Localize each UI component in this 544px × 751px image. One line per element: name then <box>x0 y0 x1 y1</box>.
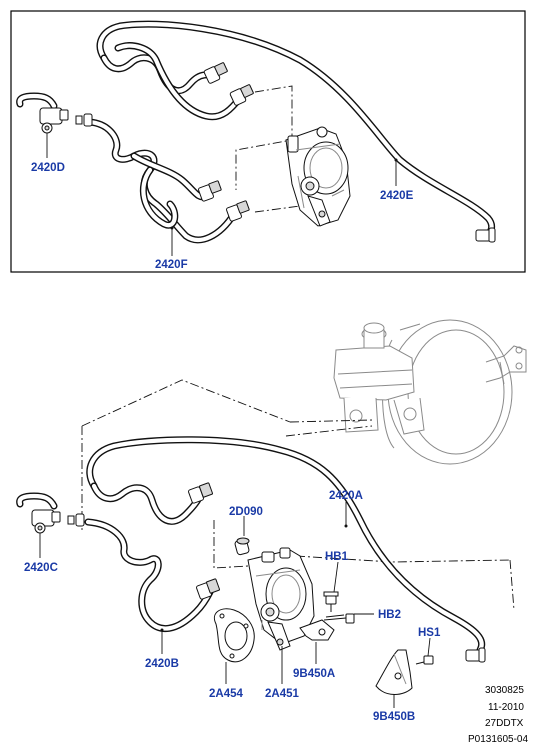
alignment-line <box>81 379 291 427</box>
elbow-connector-icon <box>475 227 496 243</box>
callout-2420D: 2420D <box>31 162 65 174</box>
master-cylinder-icon <box>333 322 425 435</box>
vacuum-pump-icon <box>285 126 351 227</box>
top-panel-frame <box>10 10 526 273</box>
reference-number: 3030825 <box>485 685 524 696</box>
hose-loops-lower <box>16 482 214 633</box>
quick-connector-icon <box>188 482 213 504</box>
alignment-line <box>213 520 249 569</box>
quick-connector-icon <box>198 180 222 202</box>
bottom-panel: 2420C 2420B 2420A 2D090 HB1 HB2 HS1 9B45… <box>16 319 528 745</box>
bracket-9B450A-icon <box>299 619 335 641</box>
banjo-fitting-icon <box>31 509 85 534</box>
reference-block: 3030825 11-2010 27DDTX P0131605-04 <box>468 685 528 745</box>
callout-2A451: 2A451 <box>265 688 299 700</box>
callout-2420E: 2420E <box>380 190 414 202</box>
callout-HB1: HB1 <box>325 551 349 563</box>
banjo-fitting-icon <box>39 107 93 134</box>
elbow-connector-icon <box>465 647 486 663</box>
alignment-line <box>509 559 515 611</box>
vacuum-cap-2D090-icon <box>234 537 250 556</box>
bracket-9B450B-icon <box>375 649 413 695</box>
callout-9B450B: 9B450B <box>373 711 415 723</box>
top-panel: 2420D 2420E 2420F <box>10 10 526 273</box>
quick-connector-icon <box>203 62 228 84</box>
reference-date: 11-2010 <box>488 702 524 713</box>
callout-2420B: 2420B <box>145 658 179 670</box>
alignment-line <box>289 419 373 423</box>
callout-2A454: 2A454 <box>209 688 243 700</box>
bolt-HS1-icon <box>415 655 434 665</box>
quick-connector-icon <box>229 84 254 106</box>
hose-loops-upper <box>100 42 244 121</box>
callout-2D090: 2D090 <box>229 506 263 518</box>
callout-9B450A: 9B450A <box>293 668 335 680</box>
callout-2420A: 2420A <box>329 490 363 502</box>
leader-line <box>427 637 431 657</box>
bolt-HB2-icon <box>323 613 355 624</box>
leader-line <box>333 561 339 593</box>
quick-connector-icon <box>226 200 250 222</box>
callout-2420C: 2420C <box>24 562 58 574</box>
vacuum-pipe-2420F <box>16 92 238 244</box>
callout-HB2: HB2 <box>378 609 401 621</box>
reference-model-code: 27DDTX <box>485 718 524 729</box>
vacuum-pump-icon <box>247 547 315 651</box>
quick-connector-icon <box>196 578 220 600</box>
alignment-line <box>295 555 511 563</box>
bolt-HB1-icon <box>323 591 339 612</box>
callout-HS1: HS1 <box>418 627 441 639</box>
vacuum-pipe-2420A <box>86 436 486 663</box>
alignment-line <box>285 425 373 437</box>
callout-2420F: 2420F <box>155 259 188 271</box>
reference-illustration-id: P0131605-04 <box>468 734 528 745</box>
vacuum-pipe-2420E <box>96 20 496 243</box>
alignment-line <box>254 205 301 213</box>
gasket-2A454-icon <box>214 608 255 663</box>
